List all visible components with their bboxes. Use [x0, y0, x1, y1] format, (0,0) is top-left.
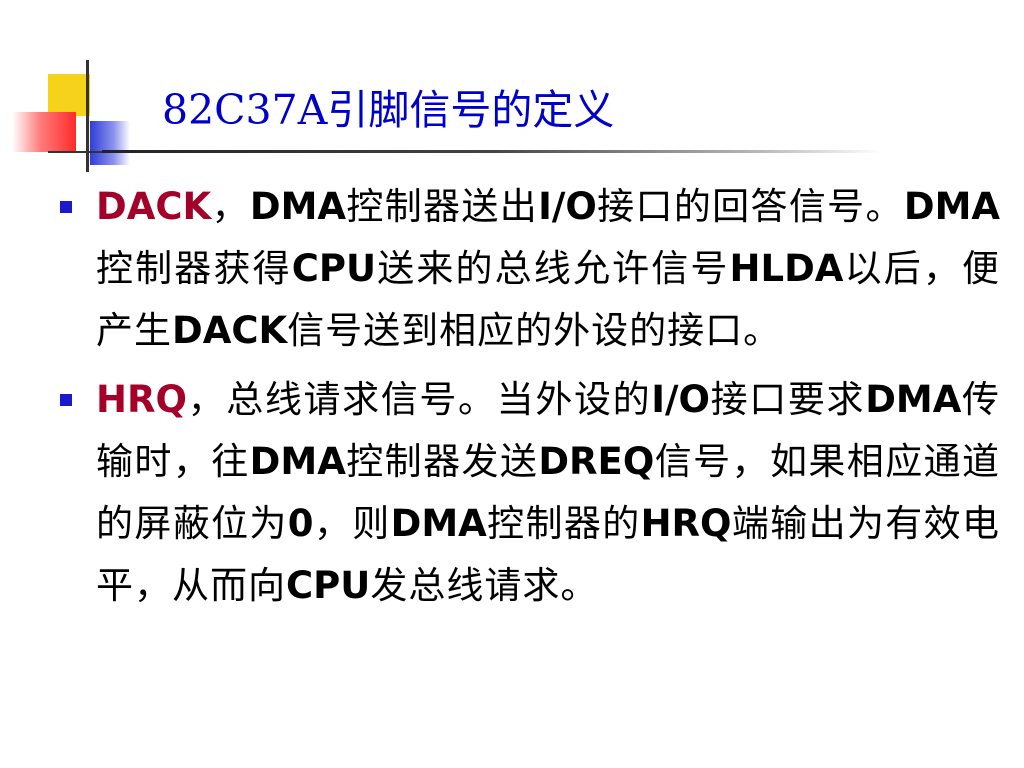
red-square-shape: [12, 112, 76, 152]
text-segment: 控制器发送: [345, 440, 539, 483]
blue-square-shape: [90, 121, 130, 165]
vertical-line-shape: [86, 60, 89, 172]
text-segment: 送来的总线允许信号: [376, 247, 730, 290]
text-segment: 控制器获得: [96, 247, 292, 290]
text-segment: ，总线请求信号。当外设的: [186, 378, 652, 421]
text-segment: 端输出为有效电平，从而向: [96, 502, 1001, 607]
bullet-square-icon: [60, 394, 72, 406]
slide-logo-decoration: [0, 0, 150, 190]
text-segment: 控制器的: [486, 502, 641, 545]
text-segment: 接口要求: [709, 378, 866, 421]
bold-term: HRQ: [640, 502, 732, 545]
horizontal-line-shape: [48, 151, 103, 153]
text-segment: 信号送到相应的外设的接口。: [287, 309, 782, 352]
bold-term: DMA: [390, 502, 487, 545]
bold-term: DACK: [172, 309, 288, 352]
title-underline: [102, 150, 882, 153]
bold-term: CPU: [286, 564, 371, 607]
text-segment: 传输时，往: [96, 378, 1000, 483]
slide-title: 82C37A引脚信号的定义: [162, 86, 615, 134]
bold-term: I/O: [651, 378, 710, 421]
bullet-list: DACK，DMA控制器送出I/O接口的回答信号。DMA控制器获得CPU送来的总线…: [60, 176, 1000, 617]
bold-term: DMA: [249, 440, 346, 483]
text-segment: 接口的回答信号。: [596, 185, 904, 228]
text-segment: 发总线请求。: [370, 564, 599, 607]
text-segment: 以后，便产生: [96, 247, 1001, 352]
bold-term: CPU: [291, 247, 377, 290]
bullet-item-hrq: HRQ，总线请求信号。当外设的I/O接口要求DMA传输时，往DMA控制器发送DR…: [60, 369, 1000, 617]
term-hrq: HRQ: [96, 378, 187, 421]
bold-term: DREQ: [538, 440, 655, 483]
text-segment: ，则: [313, 502, 391, 545]
term-dack: DACK: [96, 185, 212, 228]
bold-term: I/O: [538, 185, 597, 228]
text-segment: ，: [211, 185, 250, 228]
bold-term: 0: [287, 502, 314, 545]
bold-term: DMA: [903, 185, 1001, 228]
yellow-square-shape: [48, 74, 90, 116]
text-segment: 信号，如果相应通道的屏蔽位为: [96, 440, 1001, 545]
bold-term: DMA: [249, 185, 347, 228]
text-segment: 控制器送出: [346, 185, 539, 228]
bold-term: DMA: [865, 378, 962, 421]
bold-term: HLDA: [729, 247, 844, 290]
bullet-item-dack: DACK，DMA控制器送出I/O接口的回答信号。DMA控制器获得CPU送来的总线…: [60, 176, 1000, 362]
bullet-square-icon: [60, 201, 72, 213]
